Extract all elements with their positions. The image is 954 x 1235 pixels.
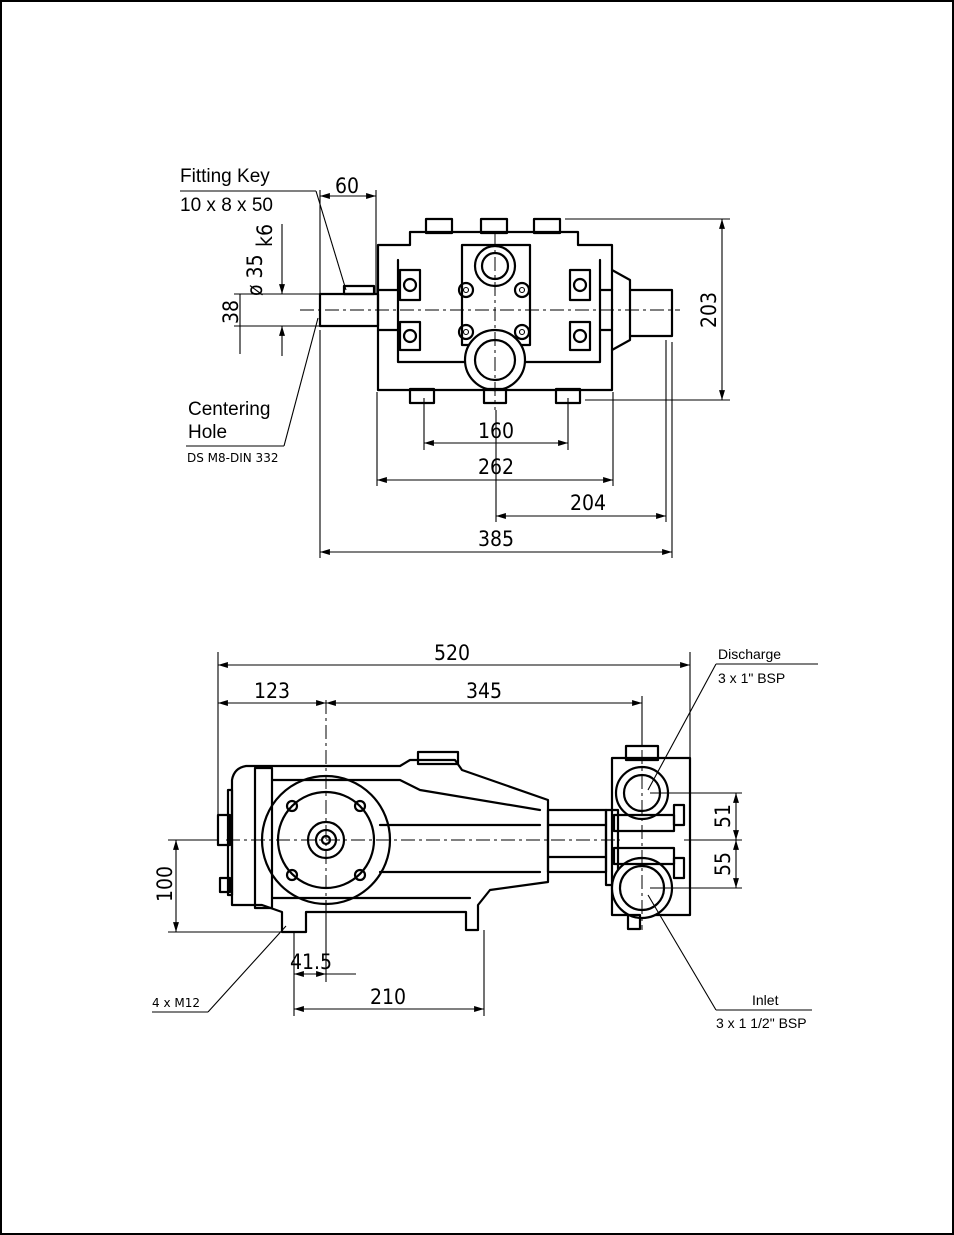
dim-210: 210 xyxy=(370,985,406,1009)
top-view-body xyxy=(300,219,680,410)
side-view: 520 123 345 51 55 100 41.5 xyxy=(152,641,818,1031)
dim-385: 385 xyxy=(478,527,514,551)
discharge-label: Discharge xyxy=(718,646,781,662)
bolt-label: 4 x M12 xyxy=(152,996,200,1010)
fitting-key-size: 10 x 8 x 50 xyxy=(180,195,273,216)
dim-204: 204 xyxy=(570,491,606,515)
centering-hole-spec: DS M8-DIN 332 xyxy=(187,451,278,465)
dim-123: 123 xyxy=(254,679,290,703)
discharge-size: 3 x 1" BSP xyxy=(718,670,785,686)
side-view-dimensions: 520 123 345 51 55 100 41.5 xyxy=(152,641,818,1016)
dim-520: 520 xyxy=(434,641,470,665)
dim-100: 100 xyxy=(153,866,177,902)
dim-345: 345 xyxy=(466,679,502,703)
centering-hole-label-1: Centering xyxy=(188,399,270,420)
dim-41-5: 41.5 xyxy=(290,950,332,974)
side-view-body xyxy=(218,700,690,940)
dim-51: 51 xyxy=(711,804,735,828)
inlet-label: Inlet xyxy=(752,992,779,1008)
dim-38: 38 xyxy=(219,300,243,324)
dim-55: 55 xyxy=(711,852,735,876)
centering-hole-label-2: Hole xyxy=(188,422,227,443)
inlet-size: 3 x 1 1/2" BSP xyxy=(716,1015,807,1031)
dim-dia35: ø 35 xyxy=(243,254,267,296)
dim-203: 203 xyxy=(697,292,721,328)
top-view: 60 ø 35 k6 38 203 xyxy=(180,166,730,558)
dim-60: 60 xyxy=(335,174,359,198)
fitting-key-label: Fitting Key xyxy=(180,166,270,187)
dim-k6: k6 xyxy=(253,224,277,247)
side-view-labels: Discharge 3 x 1" BSP Inlet 3 x 1 1/2" BS… xyxy=(152,646,807,1031)
